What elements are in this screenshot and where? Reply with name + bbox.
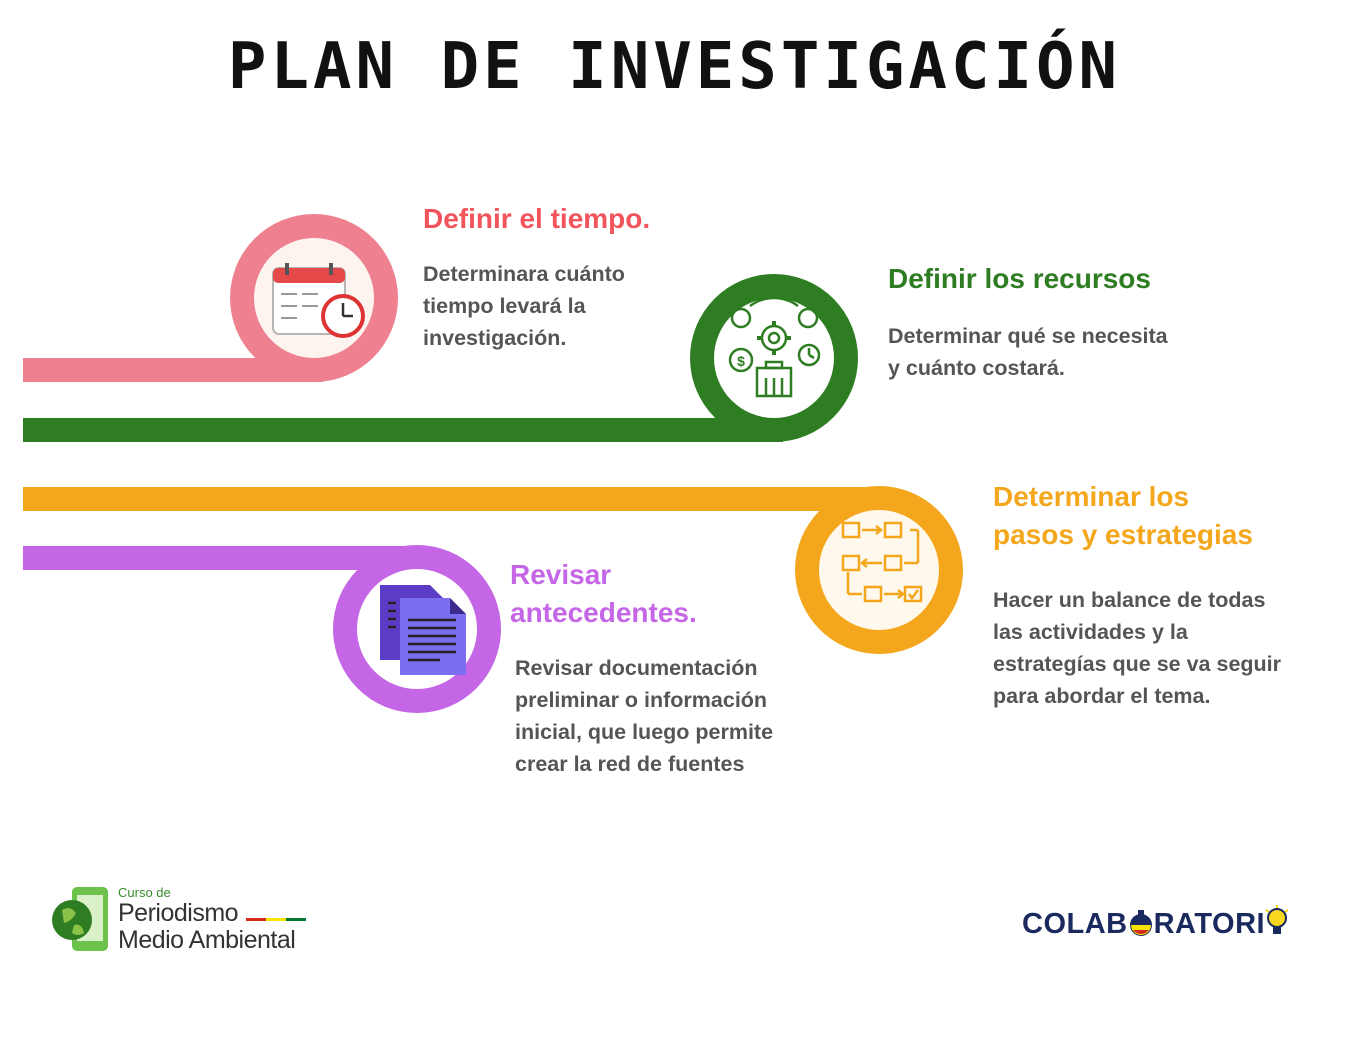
body-line: investigación. bbox=[423, 326, 567, 350]
workflow-steps-icon bbox=[841, 521, 923, 603]
globe-phone-icon bbox=[52, 887, 108, 951]
body-line: y cuánto costará. bbox=[888, 356, 1065, 380]
orange-track bbox=[23, 487, 880, 511]
svg-text:$: $ bbox=[737, 353, 745, 369]
green-track bbox=[23, 418, 783, 442]
flag-stripe bbox=[246, 918, 306, 921]
body-line: para abordar el tema. bbox=[993, 684, 1211, 708]
step-body-resources: Determinar qué se necesita y cuánto cost… bbox=[888, 320, 1168, 384]
body-line: inicial, que luego permite bbox=[515, 720, 774, 744]
heading-line: antecedentes. bbox=[510, 597, 697, 628]
body-line: Determinar qué se necesita bbox=[888, 324, 1168, 348]
body-line: Hacer un balance de todas bbox=[993, 588, 1266, 612]
step-heading-background: Revisar antecedentes. bbox=[510, 556, 697, 632]
body-line: tiempo levará la bbox=[423, 294, 586, 318]
body-line: preliminar o información bbox=[515, 688, 768, 712]
resources-gear-icon bbox=[728, 296, 821, 398]
logo-text-pre: COLAB bbox=[1022, 908, 1128, 940]
body-line: estrategías que se va seguir bbox=[993, 652, 1282, 676]
purple-track bbox=[23, 546, 420, 570]
heading-line: Revisar bbox=[510, 559, 612, 590]
body-line: Revisar documentación bbox=[515, 656, 758, 680]
colaboratorio-logo: COLAB RATORI bbox=[1022, 905, 1289, 941]
step-heading-resources: Definir los recursos bbox=[888, 263, 1151, 294]
step-body-strategies: Hacer un balance de todas las actividade… bbox=[993, 584, 1281, 712]
body-line: crear la red de fuentes bbox=[515, 752, 745, 776]
body-line: Determinara cuánto bbox=[423, 262, 625, 286]
step-body-time: Determinara cuánto tiempo levará la inve… bbox=[423, 258, 625, 354]
logo-line-1: Periodismo bbox=[118, 899, 239, 927]
page-title: PLAN DE INVESTIGACIÓN bbox=[227, 30, 1122, 104]
body-line: las actividades y la bbox=[993, 620, 1188, 644]
step-body-background: Revisar documentación preliminar o infor… bbox=[515, 652, 773, 780]
heading-line: pasos y estrategias bbox=[993, 519, 1253, 550]
lightbulb-icon bbox=[1265, 905, 1289, 934]
step-heading-time: Definir el tiempo. bbox=[423, 203, 651, 234]
course-logo: Curso de Periodismo Medio Ambiental bbox=[50, 885, 320, 960]
documents-icon bbox=[380, 585, 466, 675]
logo-line-2: Medio Ambiental bbox=[118, 926, 296, 954]
step-heading-strategies: Determinar los pasos y estrategias bbox=[993, 478, 1253, 554]
logo-small-text: Curso de bbox=[118, 885, 171, 900]
calendar-clock-icon bbox=[272, 263, 365, 338]
heading-line: Determinar los bbox=[993, 481, 1190, 512]
flask-icon bbox=[1129, 910, 1152, 936]
logo-text-post: RATORI bbox=[1153, 908, 1266, 940]
